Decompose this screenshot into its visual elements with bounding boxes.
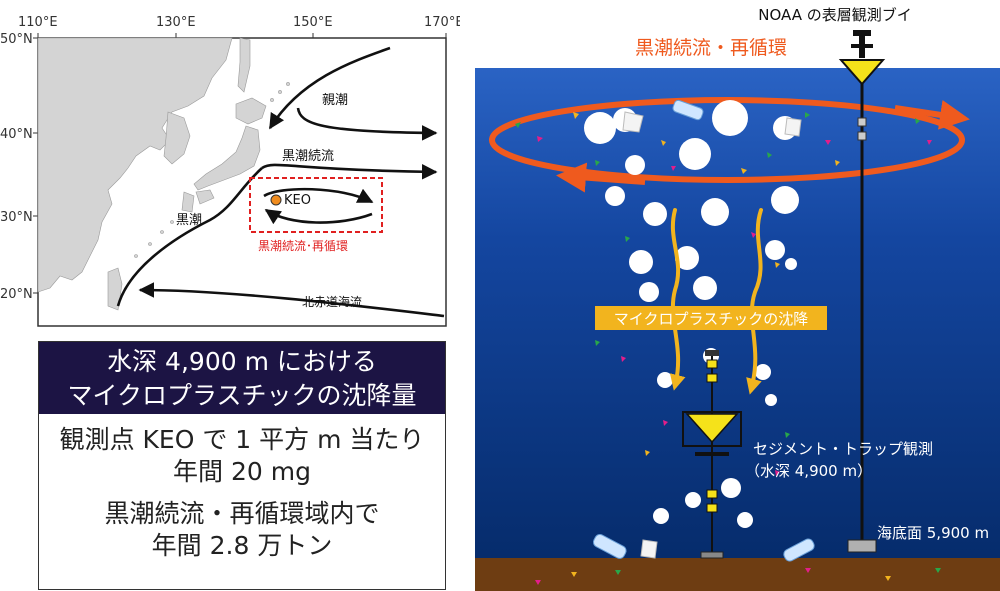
- plastic-fragments: [515, 112, 941, 585]
- north-equatorial-arrow: [138, 282, 445, 318]
- sinking-banner: [595, 306, 827, 330]
- recirculation-label: 黒潮続流･再循環: [258, 238, 348, 253]
- buoy-anchor: [847, 539, 877, 553]
- info-header: 水深 4,900 m における マイクロプラスチックの沈降量: [39, 342, 445, 414]
- plastic-debris-surface: [622, 99, 802, 137]
- plastic-debris-seafloor: [592, 533, 815, 562]
- recirculation-arrow-right: [894, 100, 970, 130]
- keo-label: KEO: [284, 193, 311, 208]
- kuroshio-map: 110°E 130°E 150°E 170°E 50°N 40°N 30°N 2…: [0, 15, 460, 327]
- seafloor-label: 海底面 5,900 m: [877, 524, 989, 542]
- sky: [475, 0, 1000, 68]
- buoy-sensor-2: [857, 131, 867, 141]
- trap-label-line1: セジメント・トラップ観測: [753, 440, 933, 458]
- keo-station-marker: [270, 194, 282, 206]
- lon-label-170: 170°E: [424, 15, 460, 30]
- kuroshio-extension-arrow: [261, 163, 438, 180]
- lat-label-30: 30°N: [0, 210, 33, 225]
- seafloor: [475, 558, 1000, 591]
- lat-label-40: 40°N: [0, 127, 33, 142]
- oyashio-label: 親潮: [322, 93, 348, 108]
- info-body: 観測点 KEO で 1 平方 m 当たり 年間 20 mg 黒潮続流・再循環域内…: [39, 424, 445, 562]
- sinking-arrow-1: [669, 208, 686, 391]
- buoy-sensor-1: [857, 117, 867, 127]
- oyashio-arrow: [268, 46, 391, 130]
- recirculation-ring: [489, 97, 965, 183]
- kuroshio-arrow: [116, 167, 263, 307]
- trap-label-line2: （水深 4,900 m）: [745, 462, 872, 480]
- recirculation-loop-top: [263, 187, 374, 204]
- ocean-cross-section: マイクロプラスチックの沈降 NOAA の表層観測ブイ 黒潮続流・再循環 セジメン…: [475, 0, 1000, 591]
- recirculation-arrow-left: [556, 162, 646, 193]
- sediment-trap: [682, 350, 742, 559]
- noaa-buoy: [838, 30, 886, 86]
- info-line1: 観測点 KEO で 1 平方 m 当たり: [59, 425, 425, 454]
- recirculation-region-box: [249, 177, 383, 233]
- info-header-line1: 水深 4,900 m における: [107, 347, 377, 376]
- info-line2: 年間 20 mg: [173, 457, 311, 486]
- lon-label-130: 130°E: [156, 15, 196, 30]
- sinking-label: マイクロプラスチックの沈降: [614, 310, 808, 328]
- sinking-flux-info-box: 水深 4,900 m における マイクロプラスチックの沈降量 観測点 KEO で…: [38, 341, 446, 590]
- oyashio-branch-arrow: [296, 107, 438, 141]
- lat-label-50: 50°N: [0, 32, 33, 47]
- lon-label-110: 110°E: [18, 15, 58, 30]
- kuroshio-extension-label: 黒潮続流: [282, 149, 334, 164]
- recirculation-surface-label: 黒潮続流・再循環: [635, 37, 787, 59]
- lon-label-150: 150°E: [293, 15, 333, 30]
- land-masses: [37, 37, 290, 311]
- info-line3: 黒潮続流・再循環域内で: [104, 499, 380, 528]
- kuroshio-label: 黒潮: [176, 213, 202, 228]
- info-header-line2: マイクロプラスチックの沈降量: [67, 381, 417, 410]
- sinking-arrow-2: [746, 208, 763, 395]
- recirculation-loop-bottom: [264, 208, 373, 225]
- lat-label-20: 20°N: [0, 287, 33, 302]
- north-equatorial-label: 北赤道海流: [302, 294, 362, 309]
- buoy-label: NOAA の表層観測ブイ: [758, 6, 911, 24]
- info-line4: 年間 2.8 万トン: [151, 531, 333, 560]
